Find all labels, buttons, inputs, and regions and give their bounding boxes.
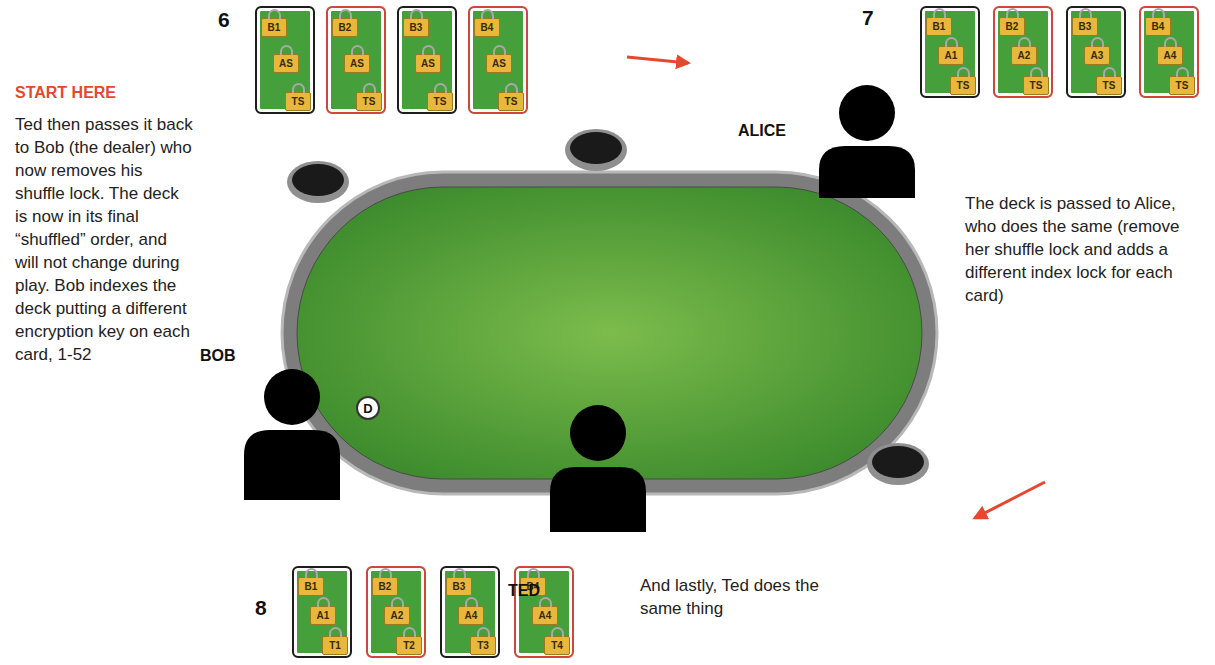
flow-arrow (627, 57, 688, 63)
lock-label: AS (486, 54, 512, 73)
callout-number: 7 (862, 6, 874, 30)
lock-label: T2 (396, 636, 422, 655)
dealer-button: D (356, 396, 380, 420)
player-silhouette (550, 405, 646, 532)
lock-label: B1 (261, 18, 287, 37)
playing-card: B2A2T2 (366, 566, 426, 658)
lock-label: B3 (403, 18, 429, 37)
lock-label: AS (273, 54, 299, 73)
cup-holder (867, 443, 929, 485)
playing-card: B1AS TS (255, 6, 315, 114)
playing-card: B2A2TS (993, 6, 1053, 98)
lock-label: T1 (322, 636, 348, 655)
lock-label: B2 (372, 577, 398, 596)
lock-label: A1 (938, 46, 964, 65)
start-heading: START HERE (15, 84, 116, 102)
flow-arrow (975, 482, 1045, 518)
playing-card: B2AS TS (326, 6, 386, 114)
lock-label: B2 (999, 17, 1025, 36)
lock-label: TS (498, 92, 524, 111)
lock-label: B1 (298, 577, 324, 596)
lock-label: B3 (1072, 17, 1098, 36)
lock-label: TS (356, 92, 382, 111)
lock-label: B2 (332, 18, 358, 37)
lock-label: A1 (310, 606, 336, 625)
player-name: BOB (200, 347, 236, 365)
player-silhouette (819, 85, 915, 198)
lock-label: A2 (384, 606, 410, 625)
lock-label: A3 (1084, 46, 1110, 65)
lock-label: AS (344, 54, 370, 73)
step-note: The deck is passed to Alice, who does th… (965, 192, 1200, 307)
playing-card: B3AS TS (397, 6, 457, 114)
lock-label: A4 (1157, 46, 1183, 65)
lock-label: A2 (1011, 46, 1037, 65)
lock-label: TS (427, 92, 453, 111)
lock-label: B4 (474, 18, 500, 37)
lock-label: A4 (532, 606, 558, 625)
step-note: And lastly, Ted does the same thing (640, 574, 855, 620)
callout-number: 8 (255, 596, 267, 620)
lock-label: B1 (926, 17, 952, 36)
dealer-mark: D (363, 401, 372, 416)
playing-card: B3A3TS (1066, 6, 1126, 98)
lock-label: AS (415, 54, 441, 73)
playing-card: B3A4T3 (440, 566, 500, 658)
playing-card: B4A4TS (1139, 6, 1199, 98)
lock-label: TS (1096, 76, 1122, 95)
lock-label: T3 (470, 636, 496, 655)
lock-label: TS (1023, 76, 1049, 95)
lock-label: T4 (544, 636, 570, 655)
table-felt (297, 187, 922, 479)
player-name: ALICE (738, 122, 786, 140)
lock-label: TS (1169, 76, 1195, 95)
playing-card: B1A1T1 (292, 566, 352, 658)
cup-holder (287, 161, 349, 203)
lock-label: TS (950, 76, 976, 95)
table-rim (282, 172, 937, 494)
lock-label: B4 (1145, 17, 1171, 36)
lock-label: TS (285, 92, 311, 111)
playing-card: B1A1TS (920, 6, 980, 98)
playing-card: B4A4T4 (514, 566, 574, 658)
callout-number: 6 (218, 8, 230, 32)
cup-holder (565, 129, 627, 171)
playing-card: B4AS TS (468, 6, 528, 114)
lock-label: B3 (446, 577, 472, 596)
player-silhouette (244, 369, 340, 500)
lock-label: A4 (458, 606, 484, 625)
player-name: TED (508, 582, 540, 600)
step-note: Ted then passes it back to Bob (the deal… (15, 113, 195, 366)
